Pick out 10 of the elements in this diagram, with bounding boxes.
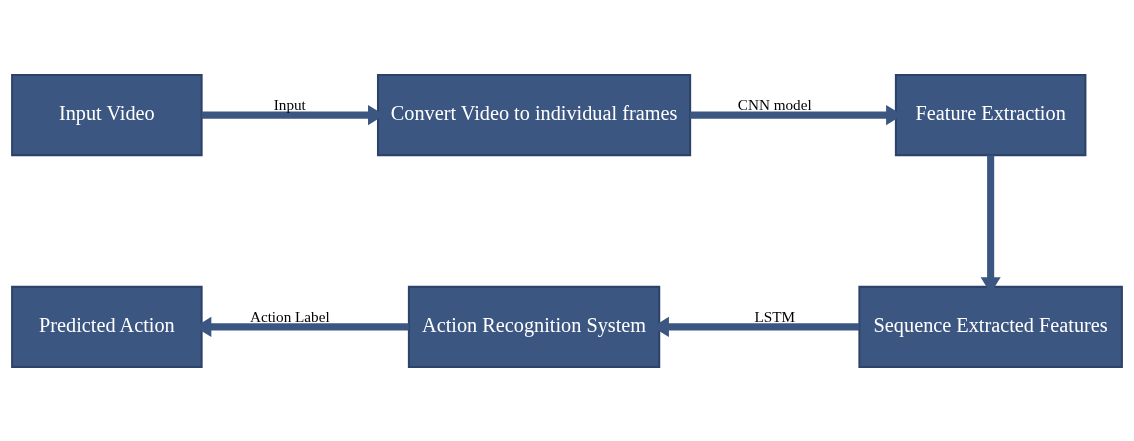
node-box: Feature Extraction [894, 73, 1087, 156]
node-box: Convert Video to individual frames [376, 73, 692, 156]
edge-label: LSTM [754, 307, 796, 325]
node-box: Input Video [11, 73, 203, 156]
edge-label: Action Label [249, 307, 330, 325]
edge-label: Input [273, 95, 306, 113]
node-box: Predicted Action [11, 285, 203, 368]
node-box: Action Recognition System [407, 285, 661, 368]
edge-label: CNN model [737, 95, 812, 113]
node-box: Sequence Extracted Features [858, 285, 1123, 368]
